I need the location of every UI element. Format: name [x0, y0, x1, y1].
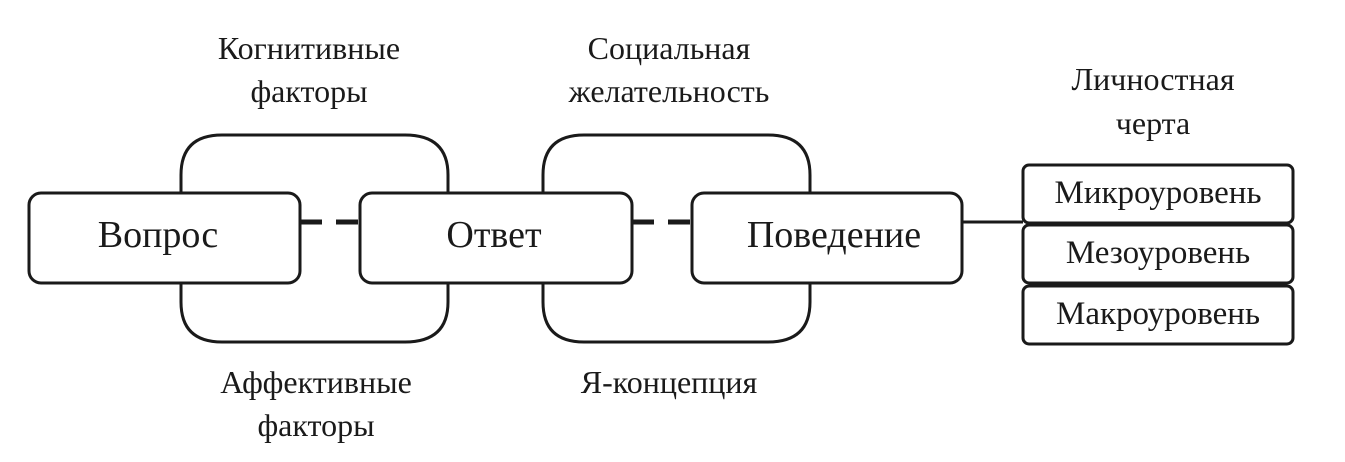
behavior-label: Поведение — [747, 214, 921, 256]
personality-trait-line-1: Личностная — [1071, 61, 1234, 97]
social-desirability-label: Социальная желательность — [568, 30, 770, 109]
answer-label: Ответ — [446, 214, 542, 256]
cognitive-factors-line-1: Когнитивные — [218, 30, 400, 66]
question-box: Вопрос — [27, 191, 302, 285]
level-micro-box: Микроуровень — [1021, 163, 1295, 225]
behavior-box: Поведение — [690, 191, 964, 285]
level-macro-label: Макроуровень — [1056, 296, 1260, 332]
level-macro-box: Макроуровень — [1021, 284, 1295, 346]
cognitive-factors-label: Когнитивные факторы — [218, 30, 400, 109]
question-label: Вопрос — [98, 214, 219, 256]
level-meso-label: Мезоуровень — [1066, 235, 1250, 271]
personality-trait-label: Личностная черта — [1071, 61, 1234, 141]
affective-factors-label: Аффективные факторы — [220, 364, 412, 443]
cognitive-factors-line-2: факторы — [250, 73, 367, 109]
level-micro-label: Микроуровень — [1054, 175, 1261, 211]
self-concept-label: Я-концепция — [581, 364, 758, 400]
social-desirability-line-1: Социальная — [588, 30, 751, 66]
social-desirability-arc — [541, 133, 812, 192]
level-meso-box: Мезоуровень — [1021, 223, 1295, 285]
affective-factors-line-2: факторы — [257, 407, 374, 443]
self-concept-arc — [541, 283, 812, 344]
affective-factors-line-1: Аффективные — [220, 364, 412, 400]
affective-factors-arc — [179, 283, 450, 344]
self-concept-line-1: Я-концепция — [581, 364, 758, 400]
answer-box: Ответ — [358, 191, 634, 285]
cognitive-factors-arc — [179, 133, 450, 192]
personality-trait-line-2: черта — [1116, 105, 1190, 141]
social-desirability-line-2: желательность — [568, 73, 770, 109]
